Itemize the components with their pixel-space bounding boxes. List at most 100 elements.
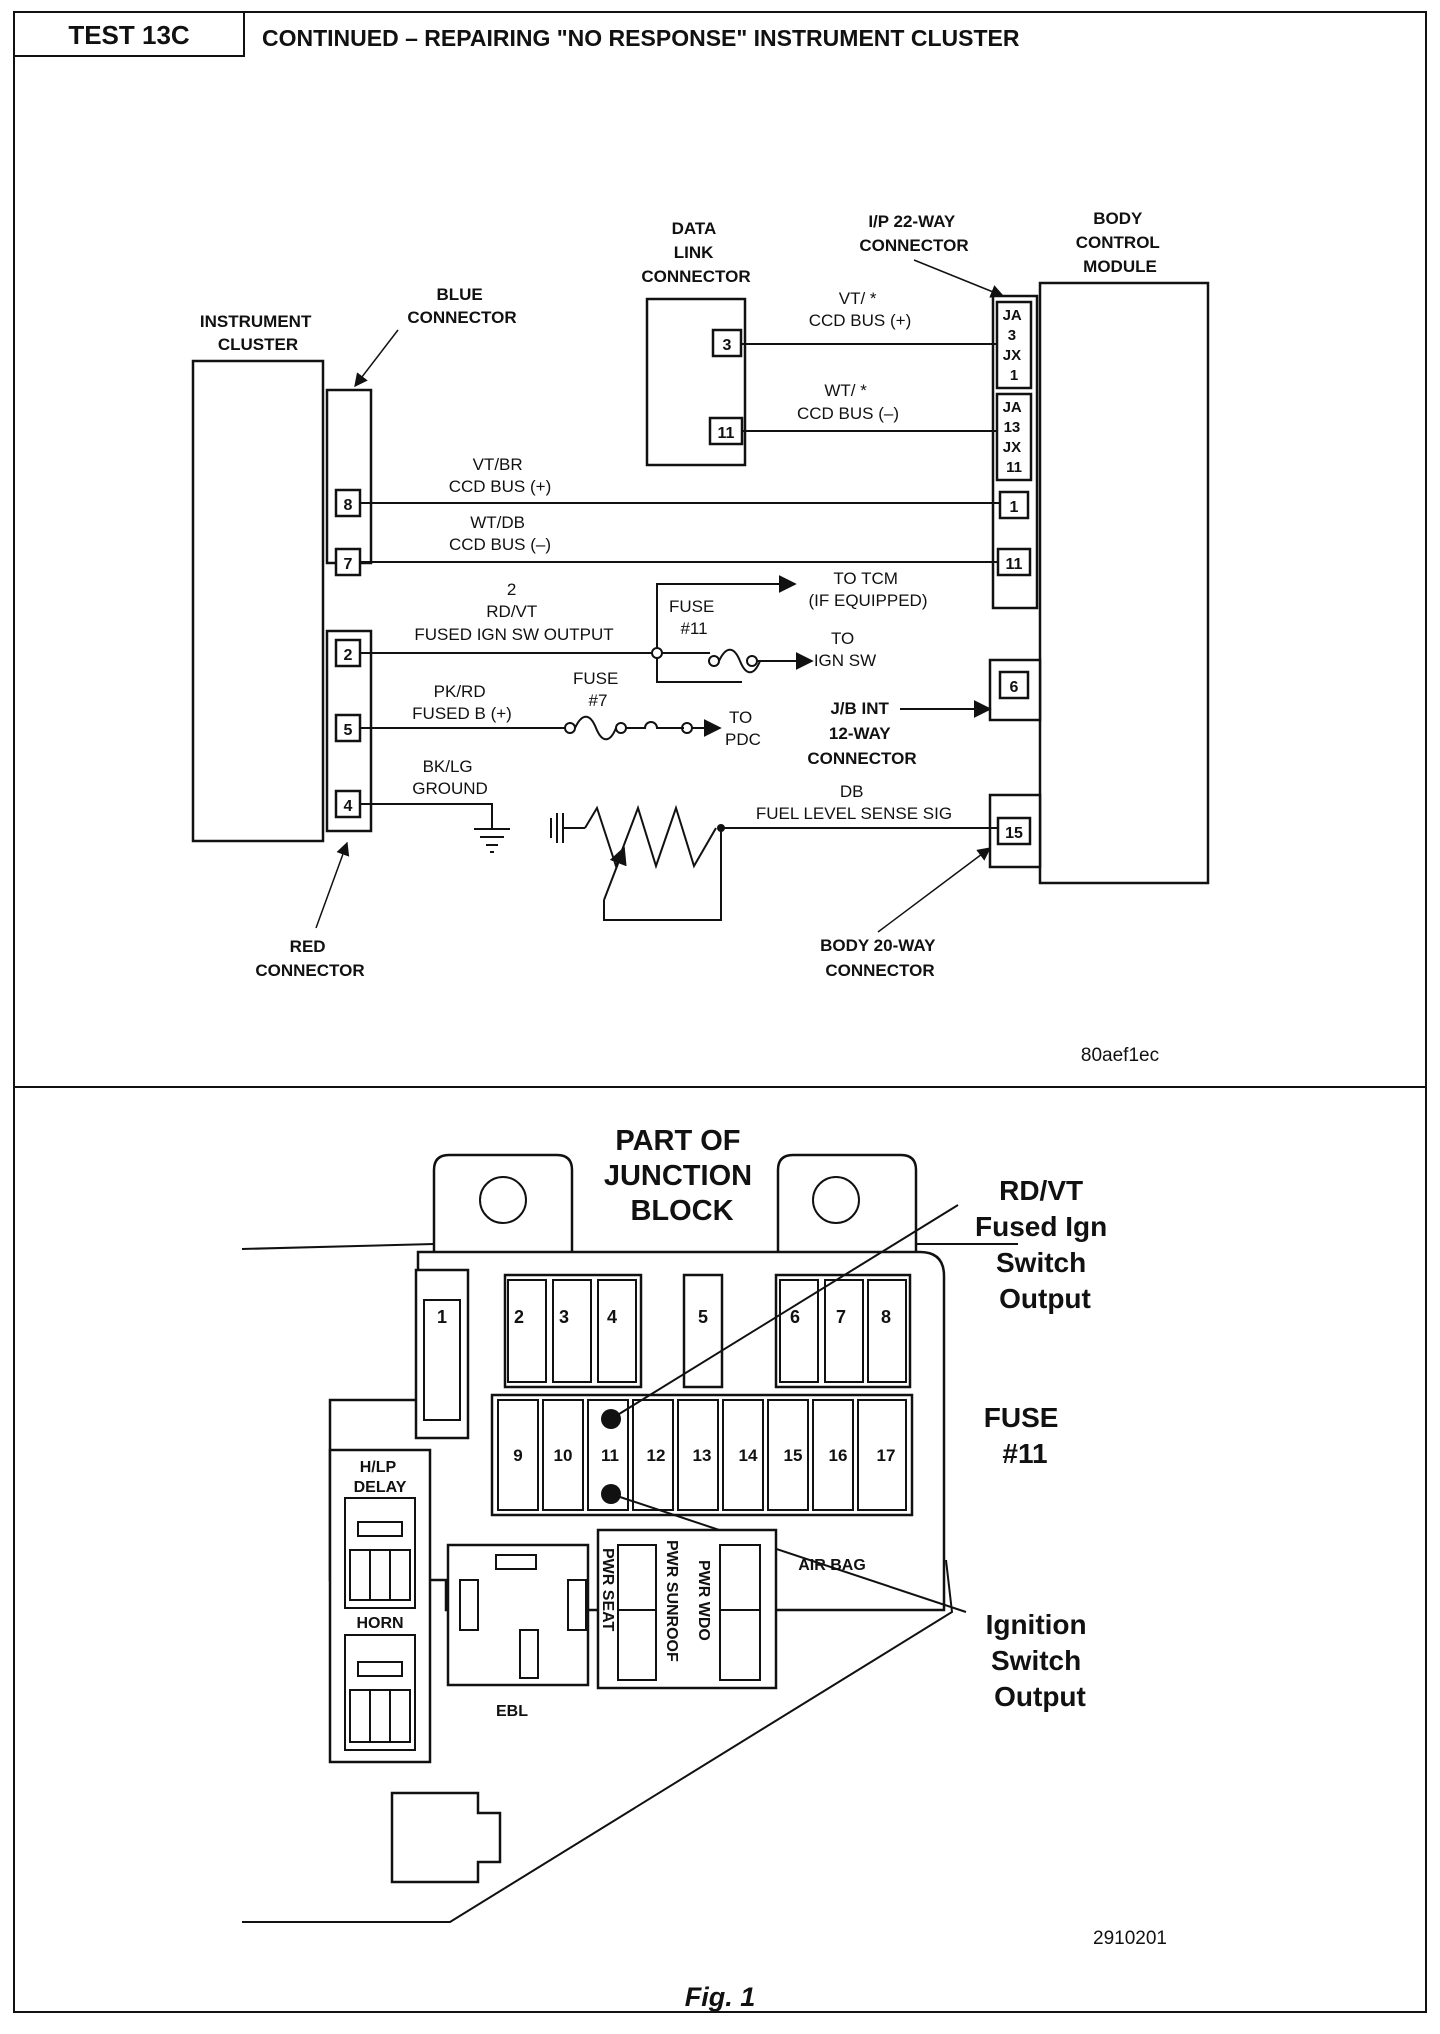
- fuse7-terminal-b: [615, 722, 627, 734]
- svg-text:15: 15: [1005, 825, 1023, 842]
- svg-text:8: 8: [881, 1307, 891, 1327]
- cluster-pin-2: 2: [334, 638, 362, 668]
- panel-edge-top-left: [241, 1243, 435, 1250]
- panel-edge-bottom: [242, 1559, 954, 1923]
- svg-text:9: 9: [513, 1446, 522, 1465]
- pwr-wdo-label: PWR WDO: [695, 1560, 712, 1641]
- fuse-row-top: 1 2 3 4 5 6 7 8: [414, 1268, 912, 1440]
- fuse11-terminal-a: [708, 655, 720, 667]
- wire-label-wt-star: WT/ * CCD BUS (–): [797, 381, 899, 423]
- svg-text:12: 12: [647, 1446, 666, 1465]
- test-label-box: [13, 11, 245, 57]
- body-control-module: [1038, 281, 1210, 885]
- svg-text:1: 1: [1010, 499, 1019, 516]
- svg-text:7: 7: [836, 1307, 846, 1327]
- to-pdc-label: TO PDC: [725, 708, 761, 749]
- fuse-row-bottom-frame: [490, 1393, 914, 1517]
- fuse7-label: FUSE #7: [573, 669, 623, 710]
- horn-relay: [344, 1634, 416, 1751]
- fuse7-terminal-a: [564, 722, 576, 734]
- ign-pointer-line: [610, 1493, 967, 1613]
- svg-text:15: 15: [784, 1446, 803, 1465]
- bcm-label: BODY CONTROL MODULE: [1076, 209, 1164, 276]
- svg-text:11: 11: [718, 425, 735, 442]
- figure-caption: Fig. 1: [685, 1982, 756, 2012]
- svg-text:3: 3: [723, 337, 732, 354]
- ip-pin-11: 11: [996, 547, 1032, 577]
- wire-bk-lg: [360, 803, 493, 828]
- svg-text:16: 16: [829, 1446, 848, 1465]
- cluster-pin-5: 5: [334, 713, 362, 743]
- ip-connector-pointer: [913, 259, 1005, 298]
- blue-connector-label: BLUE CONNECTOR: [407, 285, 516, 327]
- svg-text:13: 13: [693, 1446, 712, 1465]
- red-connector-label: RED CONNECTOR: [255, 937, 364, 980]
- pwr-seat-breaker: [617, 1544, 657, 1681]
- svg-text:14: 14: [739, 1446, 758, 1465]
- ip-connector-label: I/P 22-WAY CONNECTOR: [859, 212, 968, 255]
- data-link-connector-label: DATA LINK CONNECTOR: [641, 219, 750, 286]
- rdvt-callout: RD/VT Fused Ign Switch Output: [975, 1175, 1115, 1314]
- rdvt-pointer-line: [610, 1204, 959, 1420]
- mount-ear-right: [776, 1153, 918, 1252]
- wire-label-db: DB FUEL LEVEL SENSE SIG: [756, 782, 952, 823]
- pwr-sunroof-label: PWR SUNROOF: [663, 1540, 680, 1662]
- svg-text:6: 6: [790, 1307, 800, 1327]
- svg-text:11: 11: [1006, 556, 1023, 573]
- page-title: CONTINUED – REPAIRING "NO RESPONSE" INST…: [262, 25, 1020, 51]
- ign-callout: Ignition Switch Output: [986, 1609, 1095, 1712]
- red-connector-pointer: [315, 841, 350, 929]
- body-20way-pointer: [877, 847, 992, 933]
- svg-text:5: 5: [698, 1307, 708, 1327]
- wire-label-rd-vt: 2 RD/VT FUSED IGN SW OUTPUT: [414, 580, 613, 644]
- jb-pin-6: 6: [998, 670, 1030, 700]
- hlp-delay-label: H/LP DELAY: [354, 1459, 407, 1496]
- ip-pin-ja3: JA 3 JX 1: [995, 300, 1033, 390]
- horn-label: HORN: [356, 1615, 403, 1632]
- junction-figure-code: 2910201: [1093, 1928, 1167, 1949]
- mount-ear-left: [432, 1153, 574, 1252]
- mount-hole-right: [812, 1176, 860, 1224]
- svg-text:10: 10: [554, 1446, 573, 1465]
- wire-label-pk-rd: PK/RD FUSED B (+): [412, 682, 512, 723]
- svg-text:4: 4: [344, 798, 353, 815]
- ebl-label: EBL: [496, 1703, 528, 1720]
- ground-symbol: [474, 828, 510, 853]
- jb-int-label: J/B INT 12-WAY CONNECTOR: [807, 699, 916, 768]
- ip-pin-1: 1: [998, 490, 1030, 520]
- svg-text:2: 2: [514, 1307, 524, 1327]
- instrument-cluster-box: [191, 359, 325, 843]
- mount-hole-left: [479, 1176, 527, 1224]
- svg-text:2: 2: [344, 647, 353, 664]
- cluster-pin-4: 4: [334, 789, 362, 819]
- fuse11-terminal-b: [746, 655, 758, 667]
- svg-text:7: 7: [344, 556, 353, 573]
- instrument-cluster-label: INSTRUMENT CLUSTER: [200, 312, 316, 354]
- dlc-pin-3: 3: [711, 328, 743, 358]
- fuse11-label: FUSE #11: [669, 597, 719, 638]
- wire-fuse7-out: [626, 721, 684, 729]
- fuse-row-bottom: 9 10 11 12 13 14 15 16 17: [497, 1399, 907, 1511]
- pwr-wdo-breaker: [719, 1544, 761, 1681]
- fuel-level-sender: [550, 804, 725, 921]
- fuse7-symbol: [574, 715, 617, 741]
- cluster-pin-7: 7: [334, 547, 362, 577]
- blue-connector-pointer: [354, 329, 399, 388]
- svg-text:8: 8: [344, 497, 353, 514]
- svg-text:1: 1: [437, 1307, 447, 1327]
- body-pin-15: 15: [996, 816, 1032, 846]
- svg-text:JA 3 JX 1: JA 3 JX 1: [1003, 307, 1026, 384]
- hlp-delay-relay: [344, 1497, 416, 1609]
- pwr-seat-label: PWR SEAT: [599, 1548, 616, 1631]
- junction-block-title: PART OF JUNCTION BLOCK: [604, 1125, 760, 1227]
- wire-label-vt-br: VT/BR CCD BUS (+): [449, 455, 551, 496]
- wire-ign-junction: [656, 658, 742, 683]
- page-frame: [13, 11, 1427, 2013]
- ebl-relay: [446, 1543, 590, 1687]
- air-bag-label: AIR BAG: [798, 1557, 866, 1574]
- cluster-pin-8: 8: [334, 488, 362, 518]
- svg-text:5: 5: [344, 722, 353, 739]
- splice-node: [651, 647, 663, 659]
- svg-text:3: 3: [559, 1307, 569, 1327]
